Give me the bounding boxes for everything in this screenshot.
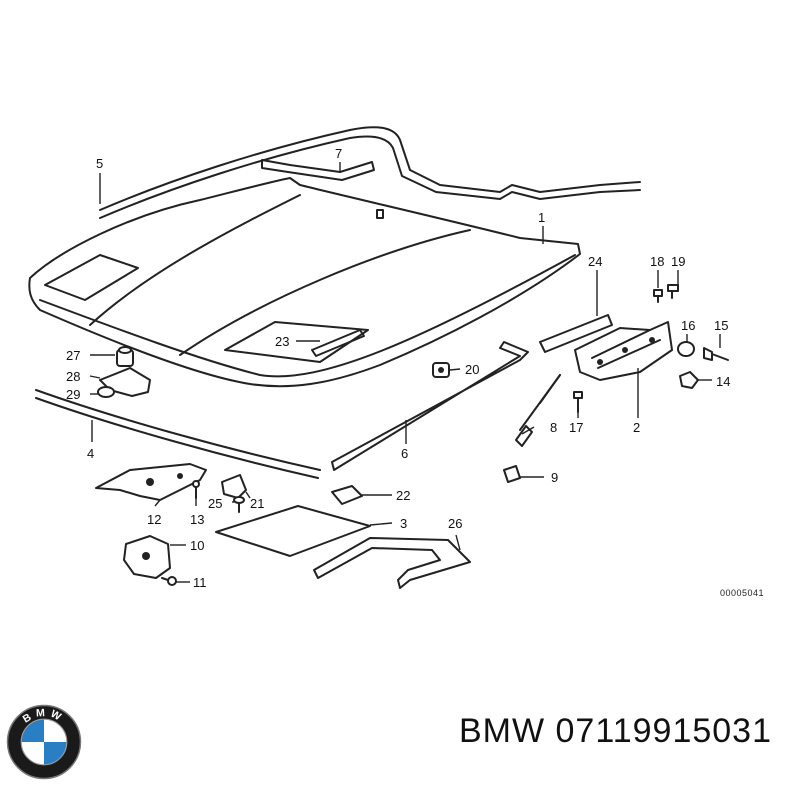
callout-numbers: 1 2 3 4 5 6 7 8 9 10 11 12 13 14 15 16 1… — [66, 146, 764, 598]
callout-13: 13 — [190, 512, 204, 527]
callout-20: 20 — [465, 362, 479, 377]
bolt-part-19 — [667, 284, 679, 299]
callout-2: 2 — [633, 420, 640, 435]
callout-19: 19 — [671, 254, 685, 269]
callout-8: 8 — [550, 420, 557, 435]
hinge-part-2 — [574, 321, 673, 381]
bracket-part-7 — [261, 159, 375, 181]
callout-10: 10 — [190, 538, 204, 553]
buffer-part-27 — [116, 346, 134, 367]
support-bar-part-24 — [539, 314, 613, 353]
callout-14: 14 — [716, 374, 730, 389]
insulation-pad-part-3 — [215, 505, 371, 557]
drawing-reference-number: 00005041 — [720, 588, 764, 598]
callout-29: 29 — [66, 387, 80, 402]
grille-strip-part-23 — [311, 329, 365, 357]
callout-24: 24 — [588, 254, 602, 269]
rivet-part-25 — [233, 496, 245, 513]
callout-28: 28 — [66, 369, 80, 384]
clip-part-20 — [432, 362, 450, 378]
callout-26: 26 — [448, 516, 462, 531]
callout-22: 22 — [396, 488, 410, 503]
callout-23: 23 — [275, 334, 289, 349]
leader-lines — [89, 162, 721, 583]
bolt-part-17 — [573, 391, 583, 413]
lock-part-10 — [123, 535, 171, 579]
lower-seal-part-4 — [35, 389, 321, 479]
hood-latch-part-12 — [95, 463, 207, 501]
bolt-part-18 — [653, 289, 663, 303]
screw-part-11 — [161, 576, 177, 586]
callout-11: 11 — [193, 575, 207, 590]
clip-part-9 — [503, 465, 521, 483]
washer-part-16 — [677, 341, 695, 357]
bmw-logo: BMW — [6, 704, 82, 780]
callout-12: 12 — [147, 512, 161, 527]
callout-17: 17 — [569, 420, 583, 435]
nut-part-14 — [679, 371, 699, 389]
callout-27: 27 — [66, 348, 80, 363]
part-number-caption: BMW 07119915031 — [458, 712, 772, 750]
callout-4: 4 — [87, 446, 94, 461]
callout-6: 6 — [401, 446, 408, 461]
callout-9: 9 — [551, 470, 558, 485]
engine-hood-part-1 — [28, 177, 581, 388]
clip-part-21 — [221, 474, 247, 499]
buffer-part-22 — [331, 485, 363, 505]
callout-7: 7 — [335, 146, 342, 161]
callout-25: 25 — [208, 496, 222, 511]
screw-part-13 — [192, 480, 200, 499]
callout-21: 21 — [250, 496, 264, 511]
callout-16: 16 — [681, 318, 695, 333]
frame-seal-part-26 — [313, 537, 471, 589]
callout-15: 15 — [714, 318, 728, 333]
gas-strut-part-8 — [515, 374, 561, 447]
callout-18: 18 — [650, 254, 664, 269]
callout-3: 3 — [400, 516, 407, 531]
bolt-part-15 — [703, 347, 729, 361]
seal-strip-part-5 — [99, 126, 641, 219]
side-seal-part-6 — [331, 341, 529, 471]
callout-1: 1 — [538, 210, 545, 225]
nut-part-29 — [97, 386, 115, 398]
callout-5: 5 — [96, 156, 103, 171]
